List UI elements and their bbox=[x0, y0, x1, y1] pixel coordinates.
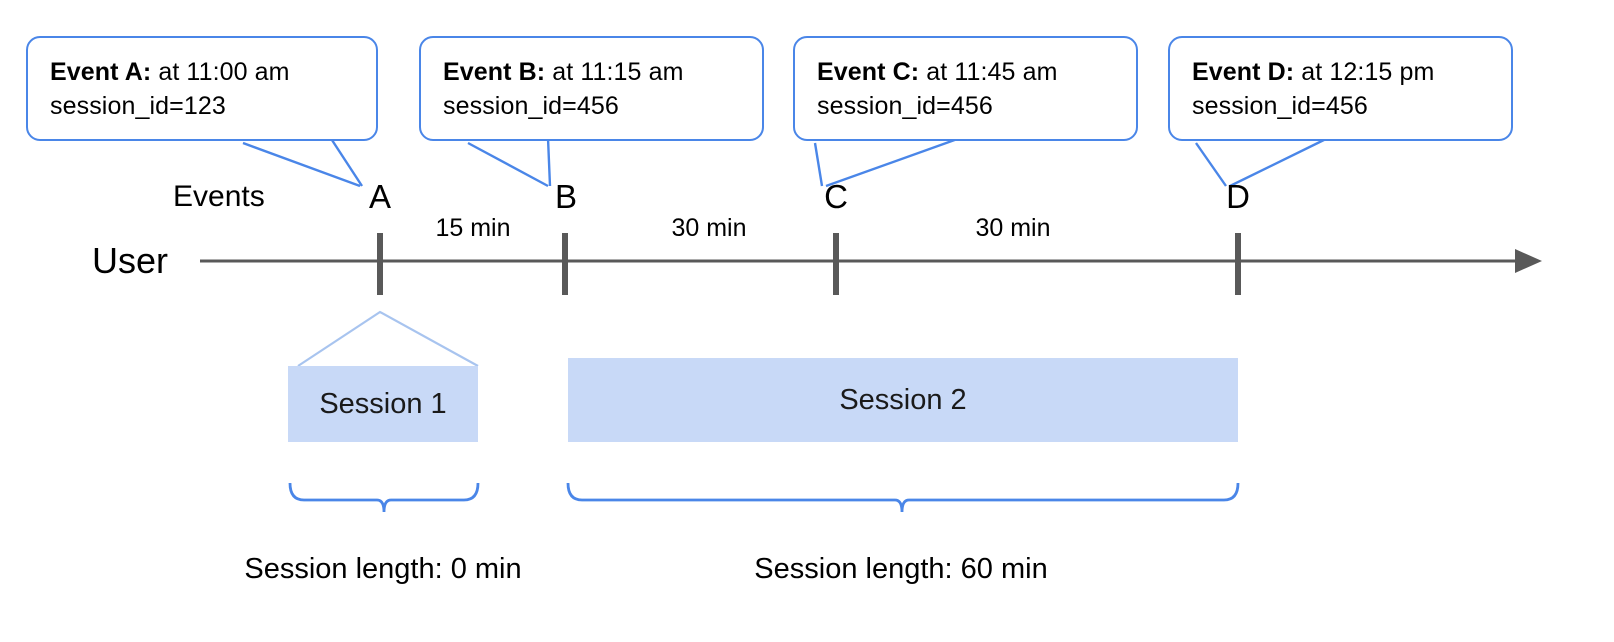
callout-b-time: at 11:15 am bbox=[545, 58, 684, 86]
callout-leader-d bbox=[1195, 135, 1331, 188]
callout-d-line2: session_id=456 bbox=[1192, 91, 1368, 120]
callout-c-line2: session_id=456 bbox=[817, 91, 993, 120]
session-bar-2[interactable]: Session 2 bbox=[568, 358, 1238, 442]
callout-b-event-label: Event B: bbox=[443, 58, 546, 86]
callout-event-b[interactable]: Event B: at 11:15 am session_id=456 bbox=[419, 36, 764, 141]
session2-brace bbox=[566, 482, 1240, 513]
gap-label-a-b: 15 min bbox=[435, 214, 511, 242]
event-letter-d: D bbox=[1226, 178, 1250, 215]
session1-tent-connector bbox=[297, 310, 479, 367]
callout-leader-a bbox=[242, 136, 364, 188]
session-bar-1[interactable]: Session 1 bbox=[288, 366, 478, 442]
event-letter-c: C bbox=[824, 178, 848, 215]
callout-d-time: at 12:15 pm bbox=[1294, 58, 1435, 86]
callout-event-a[interactable]: Event A: at 11:00 am session_id=123 bbox=[26, 36, 378, 141]
callout-b-line1: Event B: at 11:15 am bbox=[443, 56, 742, 90]
callout-c-time: at 11:45 am bbox=[919, 58, 1058, 86]
callout-a-line2: session_id=123 bbox=[50, 91, 226, 120]
session1-brace bbox=[288, 482, 480, 513]
gap-label-b-c: 30 min bbox=[671, 214, 747, 242]
session-length-1: Session length: 0 min bbox=[244, 553, 522, 585]
callout-a-line1: Event A: at 11:00 am bbox=[50, 56, 356, 90]
callout-c-event-label: Event C: bbox=[817, 58, 920, 86]
event-letter-a: A bbox=[368, 178, 392, 215]
callout-a-event-label: Event A: bbox=[50, 58, 152, 86]
callout-event-c[interactable]: Event C: at 11:45 am session_id=456 bbox=[793, 36, 1138, 141]
callout-d-event-label: Event D: bbox=[1192, 58, 1295, 86]
callout-b-line2: session_id=456 bbox=[443, 91, 619, 120]
row-label-user: User bbox=[92, 240, 169, 281]
callout-a-time: at 11:00 am bbox=[151, 58, 290, 86]
callout-event-d[interactable]: Event D: at 12:15 pm session_id=456 bbox=[1168, 36, 1513, 141]
callout-leader-b bbox=[467, 137, 552, 188]
gap-label-c-d: 30 min bbox=[975, 214, 1051, 242]
callout-d-line1: Event D: at 12:15 pm bbox=[1192, 56, 1491, 90]
session-length-2: Session length: 60 min bbox=[754, 553, 1048, 585]
event-letter-b: B bbox=[554, 178, 578, 215]
row-label-events: Events bbox=[173, 180, 265, 213]
callout-c-line1: Event C: at 11:45 am bbox=[817, 56, 1116, 90]
